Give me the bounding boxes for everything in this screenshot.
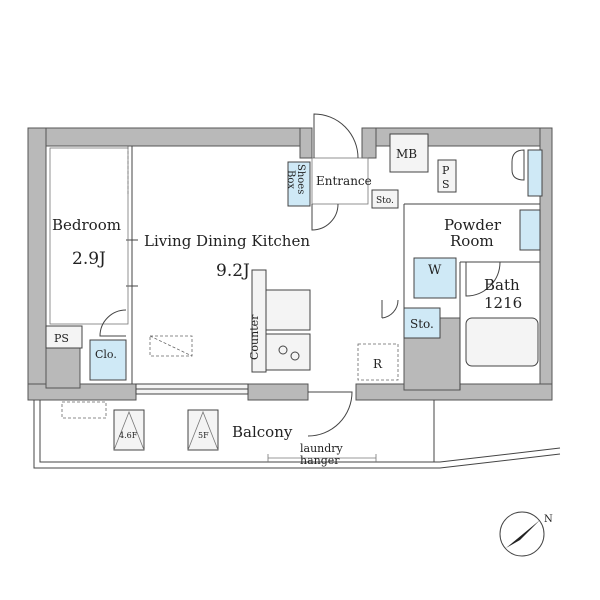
mb-box (389, 133, 429, 173)
wall-bottom-left (27, 383, 137, 401)
closet-area (89, 339, 127, 381)
ldk-door (311, 203, 339, 231)
ps-bottom-box (45, 325, 83, 349)
shoes-box-line2: Box (285, 170, 296, 189)
sink-kitchen (265, 289, 311, 331)
wall-top-left (27, 127, 301, 147)
labels: Bedroom 2.9J Living Dining Kitchen 9.2J … (52, 147, 522, 467)
toilet-area (527, 149, 543, 197)
compass-ring (499, 511, 545, 557)
column-bedroom (45, 345, 81, 389)
ps-top-label-s: S (442, 178, 450, 191)
balcony-name: Balcony (232, 423, 293, 441)
ps-top-label-p: P (442, 164, 450, 177)
closet-label: Clo. (95, 348, 117, 361)
washer-label: W (428, 263, 442, 278)
balcony-rail (33, 400, 561, 469)
washer-area (413, 257, 457, 299)
hatch-5f (187, 409, 219, 451)
entrance-area (311, 157, 369, 205)
ps-top-box (437, 159, 457, 193)
bedroom-size: 2.9J (72, 249, 106, 269)
sink-area (519, 209, 541, 251)
wall-entrance-right (361, 127, 377, 159)
powder-room-line1: Powder (444, 216, 502, 234)
compass-needle-icon (506, 520, 540, 548)
closet-door (99, 309, 127, 337)
stove (265, 333, 311, 371)
bedroom-name: Bedroom (52, 216, 121, 234)
compass: N (499, 511, 553, 557)
compass-north-label: N (544, 514, 553, 525)
hatch-46f-label: 4.6F (119, 431, 138, 440)
windows (135, 383, 249, 395)
hatch-46f (113, 409, 145, 451)
partitions (45, 133, 543, 390)
entrance-door (313, 113, 359, 159)
mb-label: MB (396, 147, 417, 161)
ldk-name: Living Dining Kitchen (144, 232, 310, 250)
ps-bottom-label: PS (54, 332, 69, 345)
bathtub (465, 317, 539, 367)
bath-size: 1216 (484, 294, 522, 312)
hatch-outline (61, 401, 107, 419)
balcony-rail-inner (39, 400, 561, 463)
storage-bath-box (403, 307, 441, 339)
bath-door (465, 261, 501, 297)
balcony (33, 400, 561, 469)
laundry-hanger-line2: hanger (300, 454, 340, 467)
burner-icon (278, 345, 288, 355)
bedroom-outline (49, 147, 129, 325)
ldk-size: 9.2J (216, 261, 250, 281)
shoes-box (287, 161, 311, 207)
wall-bottom-middle (247, 383, 309, 401)
powder-room-line2: Room (450, 232, 494, 250)
counter-label: Counter (248, 314, 261, 360)
toilet-icon (511, 149, 525, 181)
balcony-door (307, 391, 353, 437)
laundry-hanger-line1: laundry (300, 442, 344, 455)
storage-bath-label: Sto. (410, 317, 434, 331)
burner-icon (290, 351, 300, 361)
wall-entrance-left (299, 127, 313, 159)
storage-small-label: Sto. (376, 196, 394, 206)
ceiling-hatch (149, 335, 193, 357)
storage-small-box (371, 189, 399, 209)
refrigerator-label: R (373, 357, 383, 371)
bath-name: Bath (484, 276, 520, 294)
shoes-box-line1: Shoes (295, 164, 306, 194)
refrigerator-space (357, 343, 399, 381)
wall-left (27, 127, 47, 399)
hatch-5f-label: 5F (198, 431, 209, 440)
storage-door (381, 299, 399, 319)
entrance-label: Entrance (316, 174, 372, 188)
